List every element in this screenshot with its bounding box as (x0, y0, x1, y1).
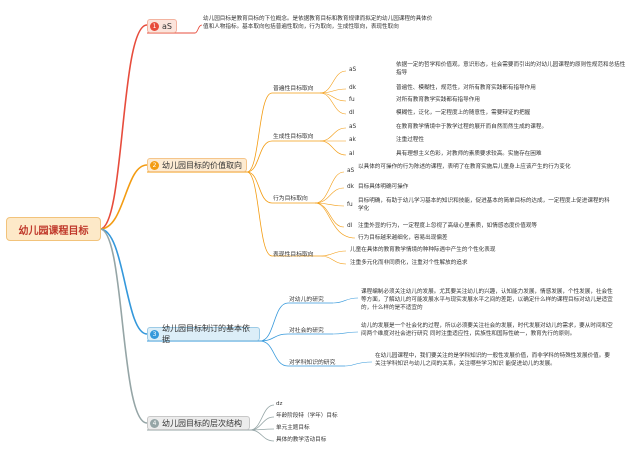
group-generative-item-2-text: 注重过程性 (396, 137, 424, 143)
group-behavioral-item-1-text: 以具体的可操作的行为陈述的课程，表明了在教育实施后儿童身上应该产生的行为变化 (358, 164, 571, 170)
branch-2-number: 2 (150, 160, 159, 170)
link-root-branch4 (99, 228, 148, 424)
group-behavioral-item-4-key: dl (347, 223, 353, 229)
branch-1-label: aS (162, 21, 172, 31)
group-behavioral: 行为目标取向 (273, 196, 308, 202)
basis-society-research-text: 幼儿的发展是一个社会化的过程，所以必须要关注社会的发展，时代发展对幼儿的需求，要… (361, 323, 613, 337)
group-universal-item-4-text: 模糊性，泛化，一定程度上的随意性，需要辩证的把握 (396, 110, 531, 116)
group-universal: 普遍性目标取向 (273, 86, 314, 92)
group-behavioral-item-3-key: fu (347, 202, 353, 208)
branch-3-node[interactable]: 3 幼儿园目标制订的基本依据 (147, 324, 260, 344)
branch-1-node[interactable]: 1 aS (147, 19, 177, 33)
group-expressive-item-2-text: 注重多元化而非同质化，注重对个性解放的追求 (350, 260, 468, 266)
group-behavioral-item-2-key: dk (347, 184, 355, 190)
branch-2-label: 幼儿园目标的价值取向 (162, 160, 242, 170)
basis-child-research: 对幼儿的研究 (289, 297, 324, 303)
level-item-3: 单元主题目标 (276, 425, 310, 431)
group-behavioral-item-1-key: aS (347, 168, 355, 174)
group-universal-item-3-text: 对所有教育教学实践都有指导作用 (396, 97, 480, 103)
group-generative-item-2-key: ak (349, 137, 356, 143)
group-generative-item-1-text: 在教育教学情境中于教学过程的展开而自然而然生成的课程。 (396, 124, 548, 130)
basis-subject-research-text: 在幼儿园课程中，我们要关注的是学科知识的一般性发展价值，而非学科的特殊性发展价值… (375, 353, 610, 367)
group-universal-item-1-key: aS (349, 67, 357, 73)
group-generative-item-1-key: aS (349, 124, 357, 130)
link-root-branch1 (99, 24, 148, 230)
root-node: 幼儿园课程目标 (6, 217, 101, 241)
group-universal-item-4-key: dl (349, 110, 355, 116)
basis-subject-research: 对学科知识的研究 (289, 360, 336, 366)
basis-child-research-text: 课程编制必须关注幼儿的发展。尤其要关注幼儿的兴趣，认知能力发展，情感发展，个性发… (361, 289, 613, 311)
group-behavioral-item-3-text: 目标明确，有助于幼儿学习基本的知识和技能，促进基本的简单目标的达成，一定程度上促… (358, 198, 610, 212)
branch-4-label: 幼儿园目标的层次结构 (162, 418, 242, 428)
branch-1-number: 1 (150, 21, 159, 31)
group-generative-item-3-text: 具有理想主义色彩，对教师的素质要求较高。实施存在困难 (396, 151, 542, 157)
group-behavioral-item-2-text: 目标具体明确可操作 (358, 184, 409, 190)
link-root-branch2 (99, 164, 148, 230)
group-behavioral-item-4-text: 注重外显的行为，一定程度上忽视了高级心里素质，如情感态度价值观等 (358, 223, 538, 229)
branch-2-node[interactable]: 2 幼儿园目标的价值取向 (147, 158, 247, 172)
group-universal-item-2-key: dk (349, 85, 357, 91)
branch-4-node[interactable]: 4 幼儿园目标的层次结构 (147, 416, 250, 430)
group-generative-item-3-key: al (349, 151, 355, 157)
level-item-4: 具体的教学活动目标 (276, 437, 327, 443)
branch-1-note: 幼儿园目标是教育目标的下位概念。是依据教育目标和教育规律而拟定的幼儿园课程的具体… (203, 16, 433, 30)
group-expressive-item-1-text: 儿童在具体的教育教学情境的种种际遇中产生的个性化表现 (350, 247, 496, 253)
basis-society-research: 对社会的研究 (289, 328, 324, 334)
group-universal-item-2-text: 普遍性、模糊性，规范性，对所有教育实践都有指导作用 (396, 85, 536, 91)
group-generative: 生成性目标取向 (273, 134, 314, 140)
branch-3-number: 3 (150, 329, 159, 339)
branch-3-label: 幼儿园目标制订的基本依据 (162, 324, 250, 344)
branch-4-number: 4 (150, 418, 159, 428)
group-universal-item-1-text: 依据一定的哲学和价值观，意识形态，社会需要而引出的对幼儿园课程的原则性规范和总括… (396, 62, 626, 76)
group-universal-item-3-key: fu (349, 97, 355, 103)
group-behavioral-item-5-text: 行为目标越来越细化，容易出现偏差 (358, 235, 448, 241)
level-item-1: dz (276, 401, 283, 407)
group-expressive: 表现性目标取向 (273, 252, 314, 258)
level-item-2: 年龄阶段特（学年）目标 (276, 413, 338, 419)
link-root-branch3 (99, 228, 148, 335)
